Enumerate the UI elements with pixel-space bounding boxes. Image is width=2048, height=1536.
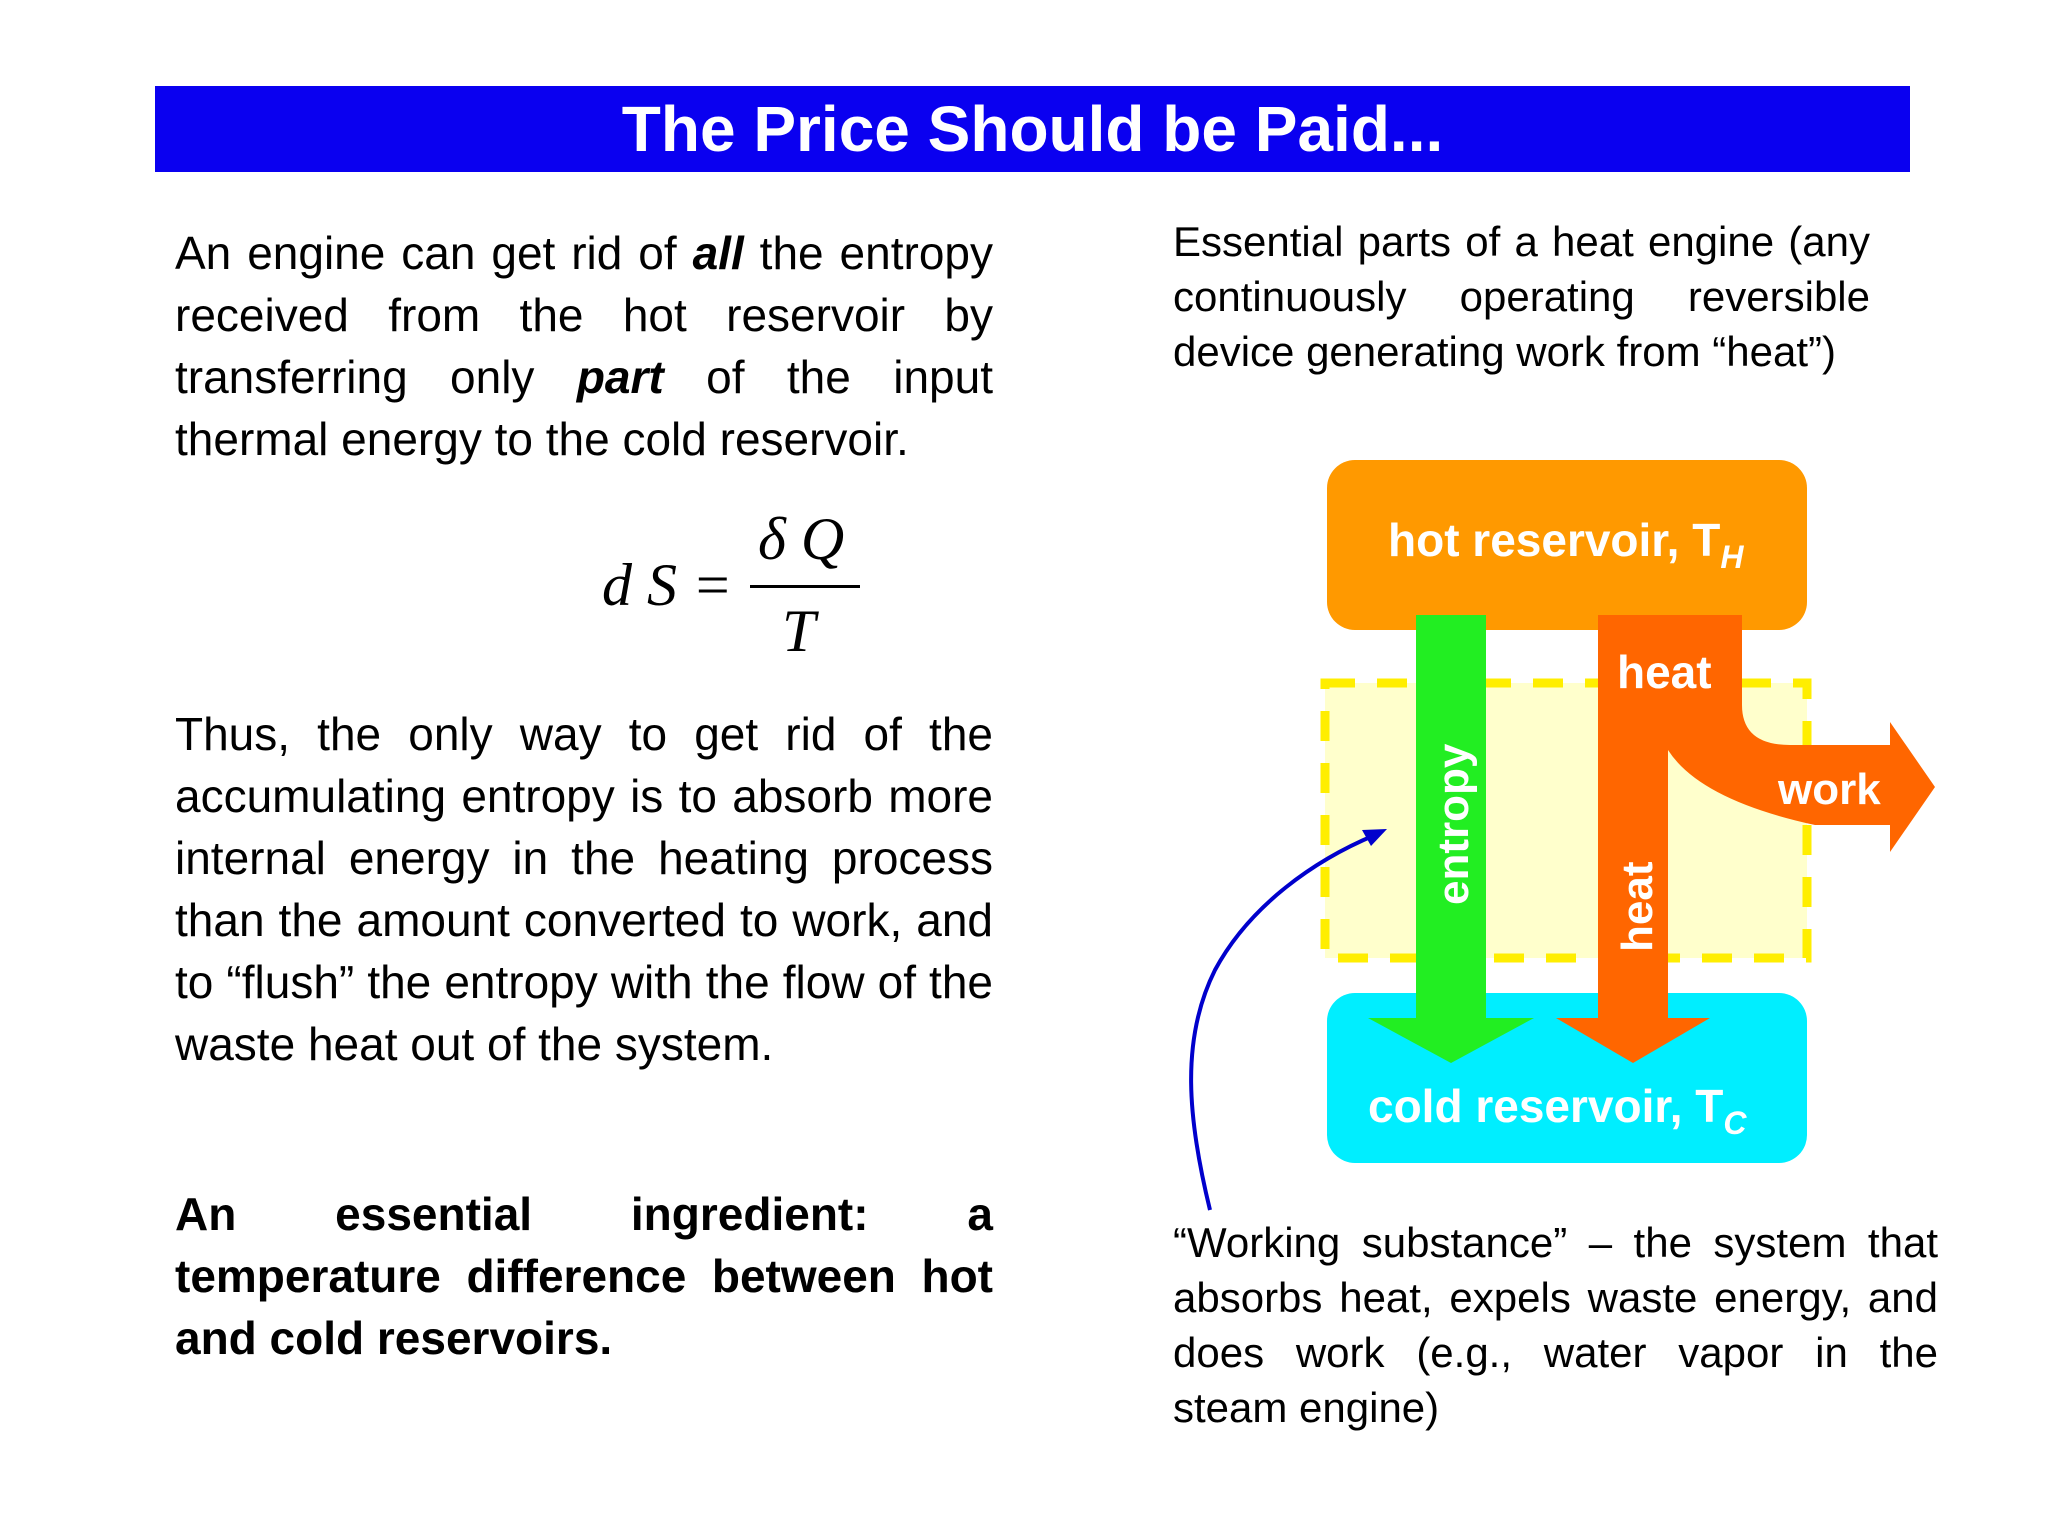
paragraph-entropy-transfer: An engine can get rid of all the entropy… <box>175 222 993 470</box>
p1-text-1: An engine can get rid of <box>175 227 693 279</box>
entropy-arrow <box>1368 615 1534 1063</box>
entropy-formula: d S = δ Q T <box>560 505 960 665</box>
work-label: work <box>1777 765 1881 814</box>
heat-work-arrow <box>1556 615 1935 1063</box>
p1-emphasis-part: part <box>576 351 664 403</box>
heat-out-label: heat <box>1613 861 1662 952</box>
entropy-arrow-label: entropy <box>1429 743 1478 905</box>
heat-engine-intro: Essential parts of a heat engine (any co… <box>1173 218 1870 375</box>
title-bar: The Price Should be Paid... <box>155 86 1910 172</box>
formula-denominator: T <box>782 598 816 664</box>
paragraph-flush-entropy: Thus, the only way to get rid of the acc… <box>175 708 993 1070</box>
hot-reservoir <box>1327 460 1807 630</box>
heat-in-label: heat <box>1617 646 1712 698</box>
working-substance-caption: “Working substance” – the system that ab… <box>1173 1219 1938 1431</box>
cold-reservoir-label: cold reservoir, TC <box>1368 1080 1747 1141</box>
formula-fraction-bar <box>750 585 860 588</box>
p1-emphasis-all: all <box>692 227 744 279</box>
p1-text-3: of the input thermal energy to the cold … <box>175 351 993 465</box>
p1-text-2: the entropy received from the hot reserv… <box>175 227 993 403</box>
hot-reservoir-label: hot reservoir, TH <box>1388 514 1744 575</box>
pointer-arrowhead <box>1362 829 1387 846</box>
formula-lhs: d S = <box>602 552 733 618</box>
slide-title: The Price Should be Paid... <box>621 93 1444 165</box>
paragraph-essential-ingredient: An essential ingredient: a temperature d… <box>175 1188 993 1364</box>
formula-numerator: δ Q <box>758 506 845 572</box>
working-substance-pointer <box>1189 833 1376 1211</box>
